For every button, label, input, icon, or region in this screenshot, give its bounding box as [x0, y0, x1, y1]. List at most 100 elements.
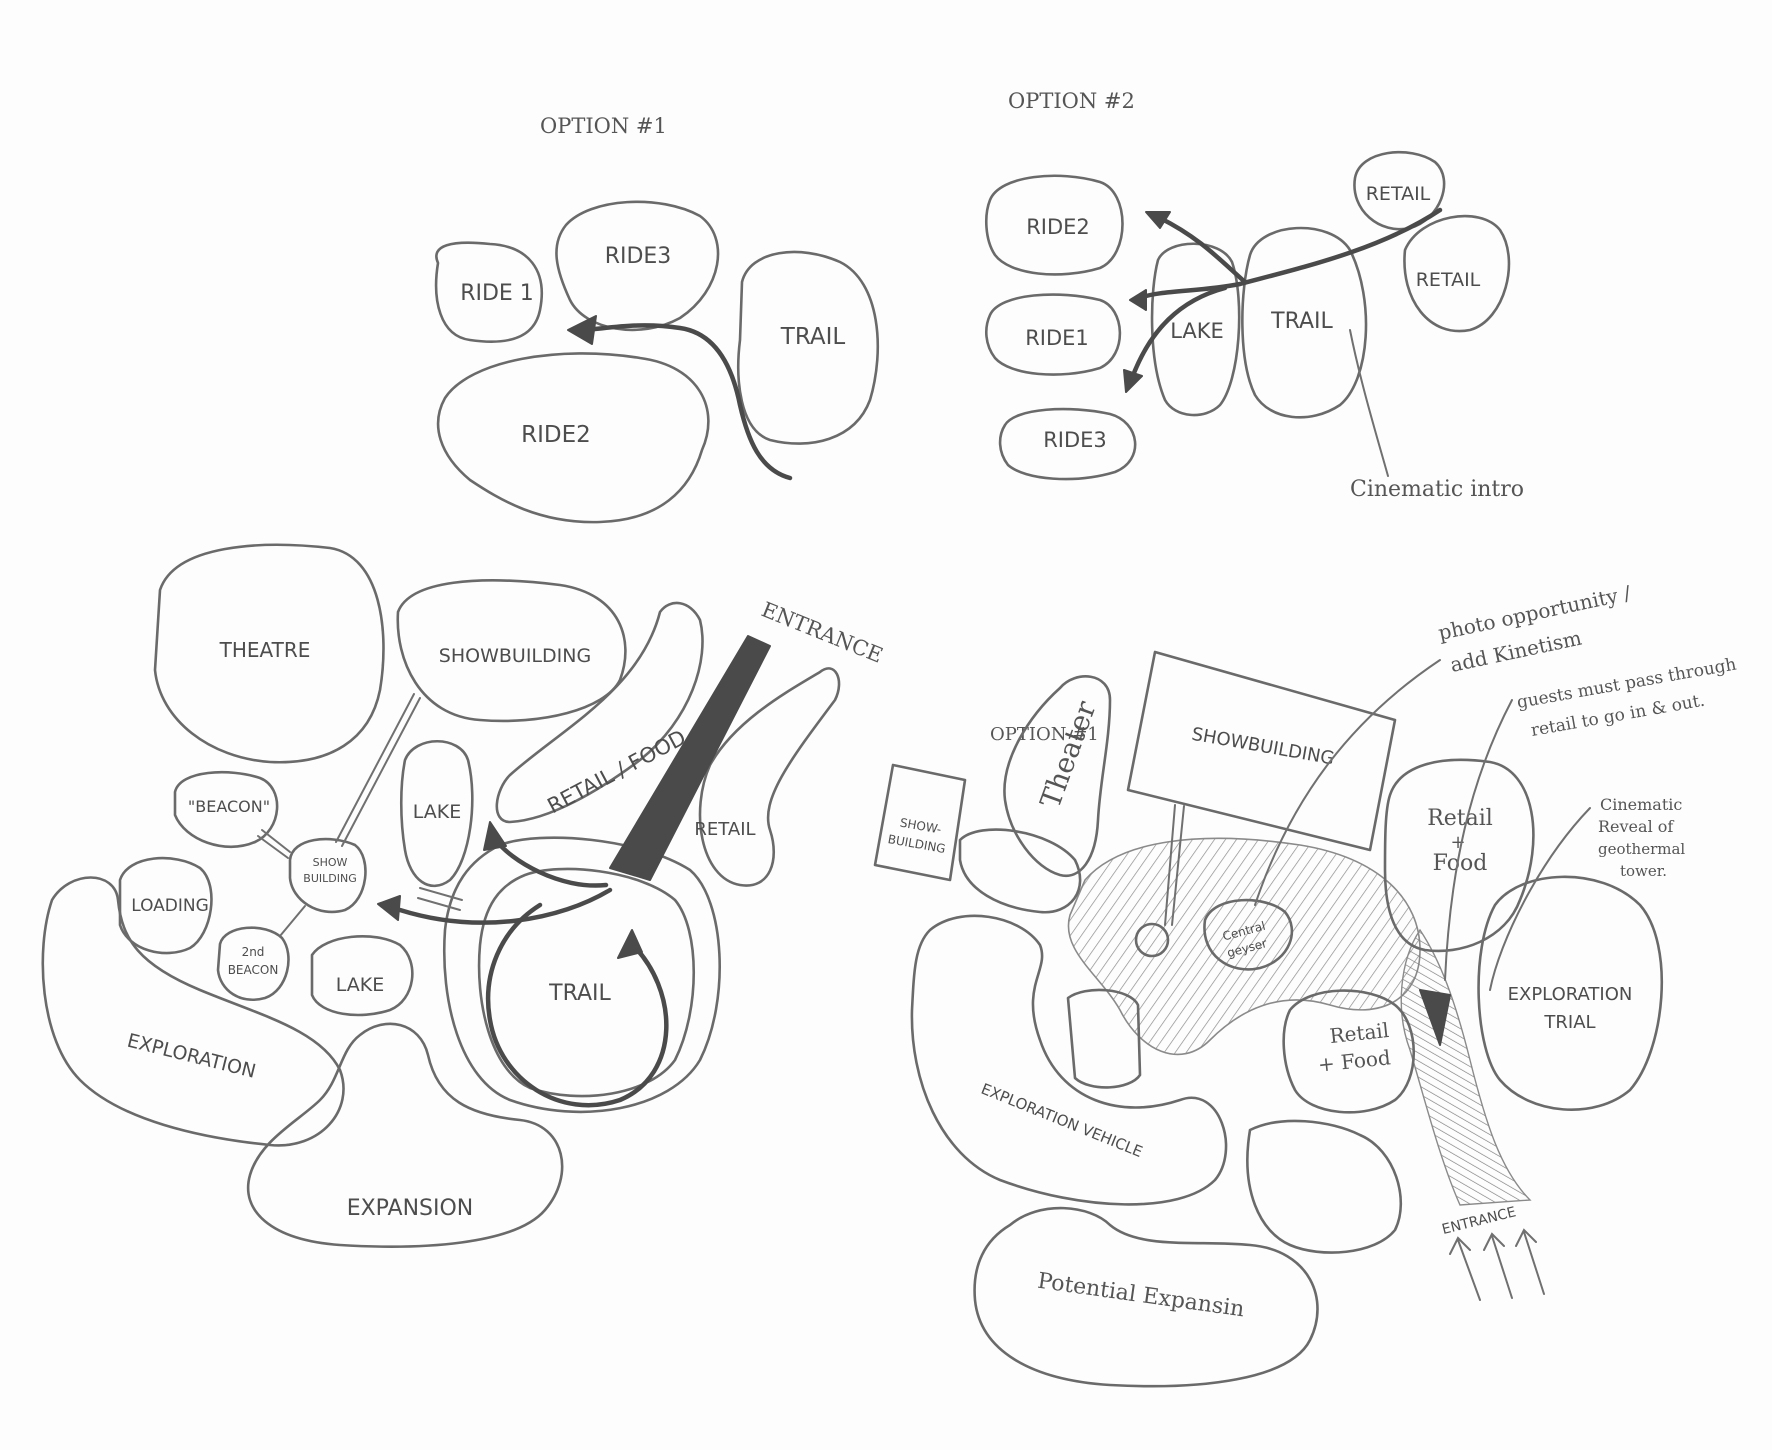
- retail-label: RETAIL: [694, 819, 755, 840]
- exploration-vehicle-zone: [910, 914, 1228, 1206]
- reveal-note-line-2: Reveal of: [1598, 817, 1674, 836]
- retail-food-zone: [495, 601, 704, 824]
- hatched-plaza: [1067, 837, 1421, 1056]
- entrance-arrow-1: [1449, 1236, 1481, 1301]
- retail-food-lower-label-1: Retail: [1328, 1018, 1390, 1048]
- hatched-entrance-path: [1400, 928, 1532, 1206]
- option1-diagram: OPTION #1 RIDE 1 RIDE3 TRAIL RIDE2: [434, 114, 880, 524]
- option2-arrowhead-ride3: [1123, 369, 1143, 393]
- retail-top-label: RETAIL: [1366, 183, 1431, 205]
- showbuilding-box: [1126, 650, 1397, 852]
- beacon-label: "BEACON": [188, 797, 270, 816]
- geothermal-tower-mark: [1419, 989, 1451, 1046]
- entrance-wedge: [609, 635, 771, 881]
- theatre-label: THEATRE: [219, 638, 311, 662]
- theater-label: Theater: [1034, 696, 1103, 812]
- ride3-zone: [555, 200, 720, 332]
- expansion-label: EXPANSION: [347, 1196, 474, 1221]
- link-beacon-b: [257, 835, 289, 859]
- lake-upper-zone: [399, 739, 474, 888]
- show-building-node: [288, 837, 367, 914]
- ride2-label: RIDE2: [521, 422, 591, 448]
- option2-flow-arrow-ride3: [1129, 285, 1228, 381]
- option1-flow-arrowhead: [567, 315, 597, 345]
- lake-lower-label: LAKE: [336, 974, 384, 996]
- trail-zone: [737, 250, 880, 445]
- expansion-zone: [246, 1022, 564, 1248]
- second-beacon-label-1: 2nd: [242, 945, 265, 959]
- link-showbuilding: [335, 693, 415, 843]
- theatre-zone: [153, 543, 385, 764]
- option2-flow-arrow-main: [1137, 207, 1443, 301]
- ride1-zone: [985, 293, 1122, 376]
- ride1-label: RIDE 1: [460, 281, 534, 306]
- guests-note-leader: [1444, 699, 1513, 981]
- exploration-zone: [41, 876, 345, 1147]
- exploration-vehicle-label: EXPLORATION VEHICLE: [979, 1080, 1146, 1161]
- showbuilding-label: SHOWBUILDING: [439, 645, 591, 667]
- link-beacon: [261, 829, 291, 853]
- flow-to-showbuilding-arrow: [397, 887, 613, 925]
- exploration-trial-zone: [1477, 875, 1663, 1111]
- central-geyser-zone: [1203, 898, 1294, 971]
- photo-note-leader: [1254, 659, 1441, 906]
- option1b-title: OPTION #1: [990, 724, 1099, 745]
- link-showbuilding-b: [341, 697, 421, 847]
- option1-title: OPTION #1: [540, 114, 667, 138]
- small-showbuilding-label-1: SHOW-: [899, 816, 943, 837]
- bottom-right-diagram: OPTION #1 Theater SHOWBUILDING SHOW- BUI…: [873, 581, 1738, 1388]
- link-2nd-beacon: [279, 905, 306, 937]
- lake-crossing-mark: [417, 887, 463, 911]
- retail-food-upper-zone: [1383, 758, 1535, 953]
- entrance-label: ENTRANCE: [1440, 1204, 1517, 1238]
- exploration-trial-label-2: TRIAL: [1543, 1012, 1595, 1033]
- show-building-label-1: SHOW: [313, 856, 348, 869]
- showbuilding-zone: [396, 579, 627, 723]
- trail-label: TRAIL: [1270, 309, 1333, 334]
- second-beacon-zone: [216, 926, 290, 1001]
- cinematic-intro-note: Cinematic intro: [1350, 477, 1524, 502]
- lower-middle-zone: [1246, 1119, 1403, 1254]
- theater-curve-zone: [958, 828, 1082, 914]
- trail-loop-arrowhead: [617, 929, 643, 959]
- exploration-trial-label-1: EXPLORATION: [1508, 984, 1633, 1005]
- trail-zone: [1241, 226, 1368, 419]
- kinetic-mast: [1164, 804, 1185, 926]
- lake-lower-zone: [310, 935, 414, 1017]
- retail-right-zone: [1403, 214, 1511, 333]
- retail-food-upper-label-1: Retail: [1427, 806, 1493, 831]
- ride2-zone: [985, 174, 1124, 276]
- trail-loop-arrow: [485, 902, 669, 1108]
- loading-zone: [118, 856, 213, 955]
- reveal-note-line-3: geothermal: [1598, 840, 1685, 858]
- retail-food-lower-label-2: + Food: [1317, 1045, 1392, 1076]
- flow-to-lake-arrowhead: [483, 821, 507, 851]
- lake-zone: [1150, 242, 1241, 417]
- flow-to-showbuilding-arrowhead: [377, 895, 401, 921]
- ride2-label: RIDE2: [1026, 215, 1090, 239]
- potential-expansion-zone: [973, 1206, 1319, 1388]
- ride3-label: RIDE3: [1043, 428, 1107, 452]
- ride3-zone: [998, 407, 1137, 481]
- entrance-arrow-3: [1515, 1228, 1545, 1295]
- showbuilding-label: SHOWBUILDING: [1190, 724, 1336, 770]
- option2-flow-arrow-ride2: [1157, 215, 1248, 285]
- ride2-zone: [436, 352, 710, 524]
- option2-title: OPTION #2: [1008, 89, 1135, 113]
- bottom-left-diagram: THEATRE SHOWBUILDING ENTRANCE RETAIL / F…: [41, 543, 886, 1248]
- entrance-label: ENTRANCE: [758, 597, 886, 667]
- retail-right-label: RETAIL: [1416, 269, 1481, 291]
- loading-label: LOADING: [131, 896, 209, 916]
- theater-zone: [1003, 675, 1112, 878]
- retail-food-lower-zone: [1282, 989, 1415, 1114]
- option2-diagram: OPTION #2 RIDE2 RETAIL RETAIL RIDE1 LAKE…: [985, 89, 1524, 502]
- trail-label: TRAIL: [548, 981, 611, 1006]
- option2-arrowhead-ride2: [1145, 211, 1171, 229]
- option1-flow-arrow: [582, 323, 793, 481]
- trail-outer-zone: [443, 836, 721, 1114]
- kinetic-photo-node: [1134, 922, 1170, 958]
- cinematic-intro-leader: [1349, 329, 1389, 477]
- second-beacon-label-2: BEACON: [228, 963, 279, 977]
